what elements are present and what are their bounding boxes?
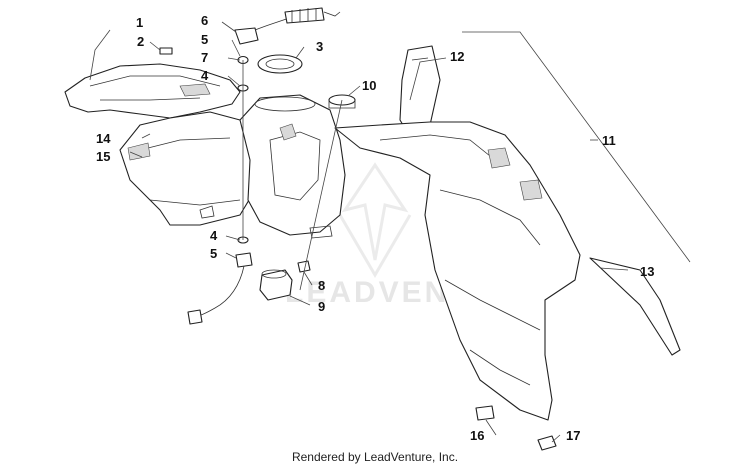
rear-shroud-assembly (334, 121, 581, 421)
part-14-lower-left-panel (119, 111, 266, 226)
callout-2: 2 (137, 34, 144, 49)
callout-17: 17 (566, 428, 580, 443)
callout-14: 14 (96, 131, 111, 146)
watermark-logo-icon (338, 162, 412, 278)
part-13-trim-strip (589, 257, 681, 356)
part-2-screw (159, 47, 173, 55)
part-3-gasket-ring (257, 54, 303, 74)
callout-15: 15 (96, 149, 110, 164)
fasteners-lower (475, 405, 557, 451)
callout-5-upper: 5 (201, 32, 208, 47)
callout-6: 6 (201, 13, 208, 28)
callout-10: 10 (362, 78, 376, 93)
callout-13: 13 (640, 264, 654, 279)
part-17-screw (537, 435, 557, 451)
part-9-gauge-module (259, 269, 293, 301)
callout-16: 16 (470, 428, 484, 443)
part-5-sensor-harness (187, 252, 253, 325)
callout-12: 12 (450, 49, 464, 64)
callout-8: 8 (318, 278, 325, 293)
center-console-body (239, 94, 346, 239)
leader-lines (89, 21, 691, 443)
footer-credit: Rendered by LeadVenture, Inc. (291, 450, 459, 464)
callout-labels: 1 2 3 4 5 6 7 8 9 10 11 12 13 14 15 4 5 … (96, 13, 654, 443)
part-6-cap-with-tether (234, 7, 341, 45)
callout-3: 3 (316, 39, 323, 54)
callout-9: 9 (318, 299, 325, 314)
callout-4-lower: 4 (210, 228, 218, 243)
callout-5-lower: 5 (210, 246, 217, 261)
callout-4-upper: 4 (201, 68, 209, 83)
part-1-upper-console-panel (64, 63, 241, 119)
part-15-decal (127, 142, 151, 161)
callout-1: 1 (136, 15, 143, 30)
part-8-clip (297, 260, 311, 273)
callout-7: 7 (201, 50, 208, 65)
part-16-clip (475, 405, 495, 421)
callout-11: 11 (602, 133, 616, 148)
